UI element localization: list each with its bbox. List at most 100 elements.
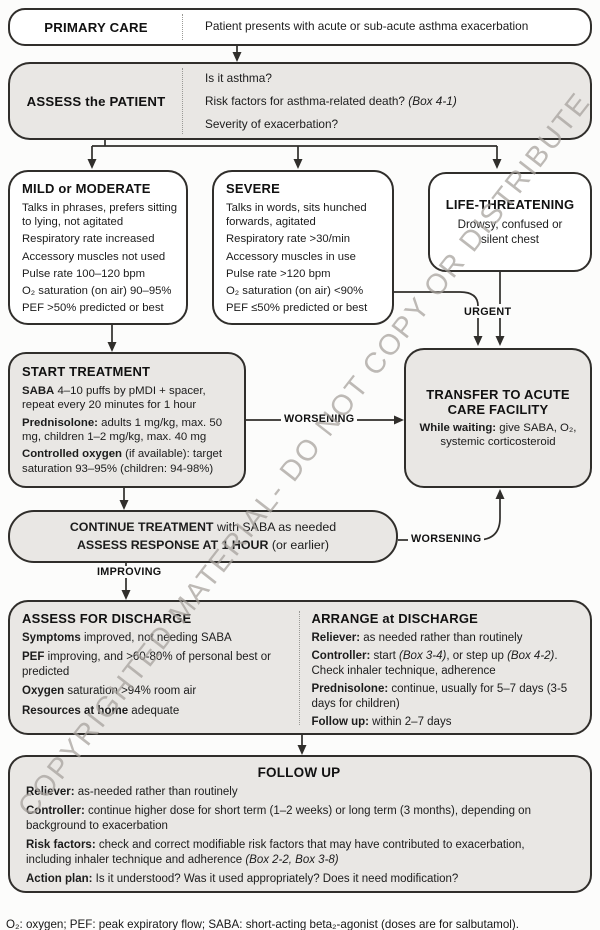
assess-patient-title: ASSESS the PATIENT bbox=[26, 93, 166, 109]
box-reference: (Box 4-1) bbox=[408, 94, 457, 108]
transfer-box: TRANSFER TO ACUTE CARE FACILITY While wa… bbox=[404, 348, 592, 488]
item-text: check and correct modifiable risk factor… bbox=[26, 839, 525, 866]
dotted-divider bbox=[298, 611, 300, 725]
life-threatening-box: LIFE-THREATENING Drowsy, confused or sil… bbox=[428, 172, 592, 272]
criterion-text: improving, and >60-80% of personal best … bbox=[22, 651, 271, 678]
item-label: Reliever: bbox=[311, 632, 361, 644]
line-severe-to-transfer bbox=[394, 291, 479, 307]
criterion-label: Symptoms bbox=[22, 632, 81, 644]
criterion-text: saturation >94% room air bbox=[64, 685, 197, 698]
criterion-text: adequate bbox=[128, 704, 180, 717]
severe-box: SEVERE Talks in words, sits hunched forw… bbox=[212, 170, 394, 325]
follow-up-title: FOLLOW UP bbox=[257, 765, 341, 780]
follow-up-item: Reliever: as-needed rather than routinel… bbox=[26, 785, 572, 799]
life-threatening-description: Drowsy, confused or silent chest bbox=[457, 217, 563, 246]
assess-question: Severity of exacerbation? bbox=[205, 117, 339, 131]
criterion-text: improved, not needing SABA bbox=[80, 632, 232, 644]
drug-text: (if available): target saturation 93–95%… bbox=[22, 448, 223, 475]
arrange-discharge-title: ARRANGE at DISCHARGE bbox=[311, 611, 479, 626]
arrange-at-discharge-section: ARRANGE at DISCHARGE Reliever: as needed… bbox=[300, 611, 581, 729]
criterion: Pulse rate >120 bpm bbox=[226, 267, 331, 280]
assess-patient-box: ASSESS the PATIENT Is it asthma? Risk fa… bbox=[8, 62, 592, 140]
item-text: start bbox=[370, 650, 400, 663]
criterion: Talks in words, sits hunched forwards, a… bbox=[226, 202, 367, 229]
item-text: within 2–7 days bbox=[368, 716, 452, 729]
start-treatment-box: START TREATMENT SABA 4–10 puffs by pMDI … bbox=[8, 352, 246, 488]
criterion-label: Resources at home bbox=[22, 704, 129, 717]
criterion: PEF ≤50% predicted or best bbox=[226, 302, 368, 315]
drug-label: SABA bbox=[22, 385, 55, 397]
item-label: Controller: bbox=[311, 650, 371, 663]
item-label: Action plan: bbox=[26, 873, 93, 886]
box-reference: (Box 3-4) bbox=[399, 650, 447, 663]
item-label: Controller: bbox=[26, 805, 85, 818]
criterion-label: Oxygen bbox=[22, 685, 65, 698]
urgent-label: URGENT bbox=[464, 306, 512, 318]
mild-moderate-box: MILD or MODERATE Talks in phrases, prefe… bbox=[8, 170, 188, 325]
follow-up-item: Action plan: Is it understood? Was it us… bbox=[26, 872, 572, 886]
criterion: Talks in phrases, prefers sitting to lyi… bbox=[22, 202, 178, 229]
treatment-line: Prednisolone: adults 1 mg/kg, max. 50 mg… bbox=[22, 416, 236, 445]
discharge-box: ASSESS FOR DISCHARGE Symptoms improved, … bbox=[8, 600, 592, 735]
arrange-item: Prednisolone: continue, usually for 5–7 … bbox=[312, 682, 581, 711]
transfer-body: While waiting: give SABA, O₂, systemic c… bbox=[416, 421, 580, 450]
assess-response-bold: ASSESS RESPONSE AT 1 HOUR bbox=[76, 537, 269, 552]
assess-for-discharge-section: ASSESS FOR DISCHARGE Symptoms improved, … bbox=[22, 611, 299, 727]
transfer-title: TRANSFER TO ACUTE bbox=[426, 386, 570, 402]
criterion: O₂ saturation (on air) <90% bbox=[226, 285, 364, 298]
item-label: Reliever: bbox=[26, 786, 75, 798]
treatment-line: Controlled oxygen (if available): target… bbox=[22, 447, 236, 476]
criterion: Pulse rate 100–120 bpm bbox=[22, 267, 146, 280]
improving-label: IMPROVING bbox=[94, 566, 165, 578]
start-treatment-title: START TREATMENT bbox=[22, 364, 151, 379]
item-text: continue higher dose for short term (1–2… bbox=[26, 805, 531, 832]
continue-rest: with SABA as needed bbox=[213, 519, 337, 534]
primary-care-box: PRIMARY CARE Patient presents with acute… bbox=[8, 8, 592, 46]
criterion: PEF >50% predicted or best bbox=[22, 302, 164, 315]
item-label: Risk factors: bbox=[26, 839, 96, 852]
worsening-bottom-label: WORSENING bbox=[408, 533, 485, 545]
discharge-criterion: Symptoms improved, not needing SABA bbox=[22, 631, 291, 645]
criterion: Respiratory rate >30/min bbox=[226, 233, 351, 246]
item-text: Is it understood? Was it used appropriat… bbox=[92, 873, 459, 886]
criterion: O₂ saturation (on air) 90–95% bbox=[22, 285, 172, 298]
arrange-item: Follow up: within 2–7 days bbox=[312, 715, 581, 729]
life-threatening-title: LIFE-THREATENING bbox=[445, 196, 575, 212]
criterion: Accessory muscles not used bbox=[22, 250, 166, 263]
primary-care-title: PRIMARY CARE bbox=[44, 19, 148, 35]
discharge-criterion: Oxygen saturation >94% room air bbox=[22, 684, 291, 698]
mild-moderate-title: MILD or MODERATE bbox=[22, 181, 151, 196]
continue-treatment-box: CONTINUE TREATMENT with SABA as needed A… bbox=[8, 510, 398, 563]
follow-up-box: FOLLOW UP Reliever: as-needed rather tha… bbox=[8, 755, 592, 893]
box-reference: (Box 2-2, Box 3-8) bbox=[245, 853, 339, 866]
arrange-item: Reliever: as needed rather than routinel… bbox=[312, 631, 581, 645]
continue-line2: ASSESS RESPONSE AT 1 HOUR (or earlier) bbox=[77, 537, 329, 555]
abbreviations-footnote: O₂: oxygen; PEF: peak expiratory flow; S… bbox=[6, 917, 519, 930]
item-text: . Check inhaler technique, adherence bbox=[311, 650, 558, 677]
discharge-criterion: Resources at home adequate bbox=[22, 704, 291, 718]
discharge-criterion: PEF improving, and >60-80% of personal b… bbox=[22, 650, 291, 679]
assess-discharge-title: ASSESS FOR DISCHARGE bbox=[22, 611, 192, 626]
item-text: as needed rather than routinely bbox=[360, 632, 523, 644]
transfer-title-line2: CARE FACILITY bbox=[447, 401, 549, 417]
item-text: continue, usually for 5–7 days (3-5 days… bbox=[311, 683, 568, 710]
severe-title: SEVERE bbox=[226, 181, 280, 196]
item-text: , or step up bbox=[446, 650, 508, 663]
continue-bold: CONTINUE TREATMENT bbox=[69, 519, 214, 534]
worsening-top-label: WORSENING bbox=[281, 413, 358, 425]
drug-text: adults 1 mg/kg, max. 50 mg, children 1–2… bbox=[22, 416, 223, 444]
assess-response-rest: (or earlier) bbox=[268, 537, 329, 552]
while-waiting-label: While waiting: bbox=[419, 421, 497, 434]
dotted-divider bbox=[182, 14, 183, 40]
arrange-item: Controller: start (Box 3-4), or step up … bbox=[312, 649, 581, 678]
drug-label: Controlled oxygen bbox=[22, 448, 122, 461]
criterion-label: PEF bbox=[22, 651, 45, 664]
item-text: as-needed rather than routinely bbox=[74, 786, 238, 798]
assess-question: Is it asthma? bbox=[205, 71, 272, 85]
criterion: Respiratory rate increased bbox=[22, 233, 155, 246]
follow-up-item: Risk factors: check and correct modifiab… bbox=[26, 838, 572, 867]
criterion: Accessory muscles in use bbox=[226, 250, 356, 263]
question-text: Risk factors for asthma-related death? bbox=[205, 94, 409, 108]
dotted-divider bbox=[182, 68, 183, 134]
